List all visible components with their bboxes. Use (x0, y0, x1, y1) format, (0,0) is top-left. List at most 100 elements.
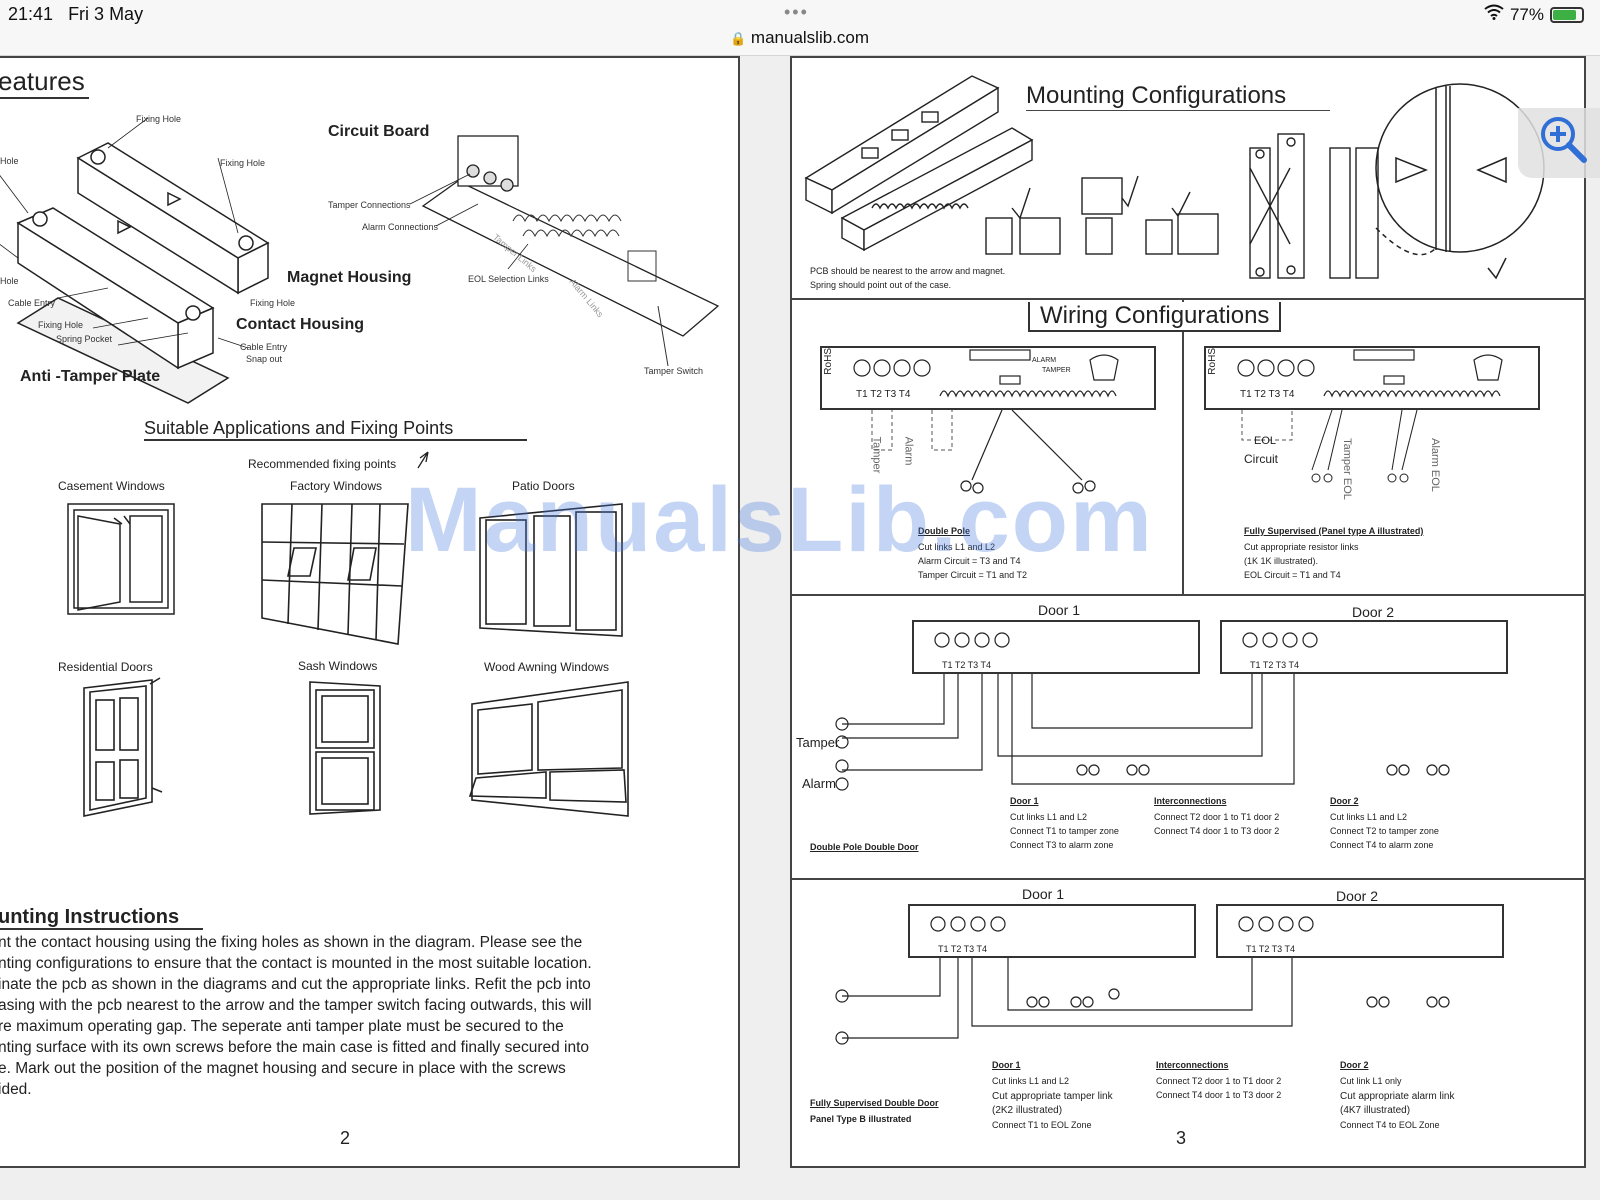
fully-supervised-double-door-wiring (835, 916, 1450, 1045)
fsdd-door1-title: Door 1 (992, 1060, 1021, 1070)
fsdd-door2-title: Door 2 (1340, 1060, 1369, 1070)
applications-heading-underline (144, 439, 527, 441)
fsdd-inter-line: Connect T2 door 1 to T1 door 2 (1156, 1076, 1282, 1086)
terminal-labels: T1 T2 T3 T4 (938, 944, 988, 954)
page-2: eatures Fixing Ho (0, 56, 740, 1168)
fully-supervised-line: (1K 1K illustrated). (1244, 556, 1319, 566)
tamper-link-label: TAMPER (1042, 367, 1071, 374)
zoom-in-icon (1541, 117, 1587, 163)
instruction-line: nt the contact housing using the fixing … (0, 934, 583, 951)
fsdd-inter-title: Interconnections (1156, 1060, 1229, 1070)
document-viewer[interactable]: eatures Fixing Ho (0, 56, 1600, 1200)
mounting-configurations-title: Mounting Configurations (1026, 82, 1287, 109)
double-pole-line: Cut links L1 and L2 (918, 542, 996, 552)
fsdd-door1-line: Cut links L1 and L2 (992, 1076, 1070, 1086)
label-anti-tamper-plate: Anti -Tamper Plate (20, 368, 161, 385)
circuit-board-illustration (409, 135, 720, 367)
label-fixing-hole-1: Fixing Hole (136, 114, 182, 124)
more-dots-icon[interactable]: ••• (784, 2, 809, 22)
contact-housing-illustration (0, 117, 270, 404)
pcb-case-illustration (804, 75, 1034, 252)
wifi-icon (1484, 4, 1504, 25)
vertical-mounting-illustration (1249, 133, 1379, 279)
label-sash-windows: Sash Windows (298, 659, 378, 673)
status-indicators: 77% (1484, 4, 1584, 25)
fsdd-door1-line: Cut appropriate tamper link (992, 1091, 1113, 1102)
dpdd-door1-line: Connect T1 to tamper zone (1010, 826, 1119, 836)
fsdd-door2-line: Connect T4 to EOL Zone (1340, 1120, 1440, 1130)
instruction-line: re maximum operating gap. The seperate a… (0, 1018, 564, 1035)
panel-type-caption: Panel Type B illustrated (810, 1114, 912, 1124)
status-bar: 21:41 Fri 3 May ••• 🔒 manualslib.com 77% (0, 0, 1600, 56)
dpdd-door2-title: Door 2 (1330, 796, 1359, 806)
applications-heading: Suitable Applications and Fixing Points (144, 418, 454, 438)
dpdd-door2-line: Connect T2 to tamper zone (1330, 826, 1439, 836)
label-cable-entry-snap: Cable Entry (240, 342, 288, 352)
double-pole-line: Tamper Circuit = T1 and T2 (918, 570, 1027, 580)
fully-supervised-wiring (1241, 409, 1418, 483)
features-heading: eatures (0, 66, 89, 99)
label-cable-entry: Cable Entry (8, 298, 56, 308)
wiring-configurations-title: Wiring Configurations (1028, 302, 1282, 332)
label-contact-housing: Contact Housing (236, 316, 364, 333)
fsdd-door2-line: (4K7 illustrated) (1340, 1105, 1411, 1116)
residential-door-drawing (83, 677, 163, 817)
alarm-link-label: ALARM (1032, 357, 1057, 364)
vertical-alarm-eol-label: Alarm EOL (1428, 438, 1441, 492)
terminal-labels: T1 T2 T3 T4 (1250, 660, 1300, 670)
fsdd-door1-line: Connect T1 to EOL Zone (992, 1120, 1092, 1130)
url-text: manualslib.com (750, 28, 870, 47)
label-fixing-hole-2: Fixing Hole (220, 158, 266, 168)
double-pole-double-door-wiring (835, 632, 1450, 791)
door-1-label: Door 1 (1022, 886, 1065, 902)
double-pole-line: Alarm Circuit = T3 and T4 (918, 556, 1021, 566)
fully-supervised-line: Cut appropriate resistor links (1244, 542, 1359, 552)
fsdd-door2-line: Cut appropriate alarm link (1340, 1091, 1455, 1102)
title-underline (1026, 110, 1330, 111)
instruction-line: e. Mark out the position of the magnet h… (0, 1060, 566, 1077)
mounting-note-1: PCB should be nearest to the arrow and m… (810, 266, 1006, 276)
dpdd-door1-line: Cut links L1 and L2 (1010, 812, 1088, 822)
battery-percent: 77% (1509, 4, 1544, 24)
label-tamper-switch: Tamper Switch (644, 366, 704, 376)
divider (792, 298, 1584, 300)
label-magnet-housing: Magnet Housing (287, 269, 412, 286)
terminal-labels: T1 T2 T3 T4 (1240, 389, 1295, 400)
divider (792, 878, 1584, 880)
fsdd-inter-line: Connect T4 door 1 to T3 door 2 (1156, 1090, 1282, 1100)
zoom-button[interactable] (1518, 108, 1600, 178)
door-2-label: Door 2 (1352, 604, 1395, 620)
dpdd-door1-title: Door 1 (1010, 796, 1039, 806)
label-circuit-board: Circuit Board (328, 123, 430, 140)
mounting-orientations-illustration (985, 175, 1219, 255)
status-time: 21:41 Fri 3 May (8, 4, 144, 24)
vertical-alarm-label: Alarm (902, 436, 915, 466)
instruction-line: nting configurations to ensure that the … (0, 955, 592, 972)
dpdd-door2-line: Connect T4 to alarm zone (1330, 840, 1434, 850)
label-patio-doors: Patio Doors (512, 479, 575, 493)
tamper-terminal-label: Tamper (796, 735, 840, 750)
mounting-instructions-heading: unting Instructions (0, 906, 180, 928)
fsdd-door2-line: Cut link L1 only (1340, 1076, 1402, 1086)
instruction-line: nting surface with its own screws before… (0, 1039, 590, 1056)
fully-supervised-line: EOL Circuit = T1 and T4 (1244, 570, 1341, 580)
address-bar[interactable]: 🔒 manualslib.com (730, 28, 869, 48)
dpdd-inter-line: Connect T2 door 1 to T1 door 2 (1154, 812, 1280, 822)
label-residential-doors: Residential Doors (58, 660, 153, 674)
instruction-line: ided. (0, 1081, 32, 1098)
mounting-heading-underline (0, 928, 203, 930)
eol-label: EOL (1254, 435, 1277, 447)
vertical-tamper-eol-label: Tamper EOL (1340, 438, 1353, 500)
dpdd-inter-title: Interconnections (1154, 796, 1227, 806)
double-pole-title: Double Pole (918, 526, 971, 536)
label-tamper-connections: Tamper Connections (328, 200, 411, 210)
label-alarm-connections: Alarm Connections (362, 222, 439, 232)
recommended-fixing-label: Recommended fixing points (248, 457, 397, 471)
battery-icon (1550, 6, 1584, 23)
factory-window-drawing (261, 503, 409, 645)
label-casement-windows: Casement Windows (58, 479, 165, 493)
instruction-line: asing with the pcb nearest to the arrow … (0, 997, 592, 1014)
fsdd-door1-line: (2K2 illustrated) (992, 1105, 1063, 1116)
label-fixing-hole-4: Fixing Hole (250, 298, 296, 308)
label-hole-left: Hole (0, 156, 19, 166)
